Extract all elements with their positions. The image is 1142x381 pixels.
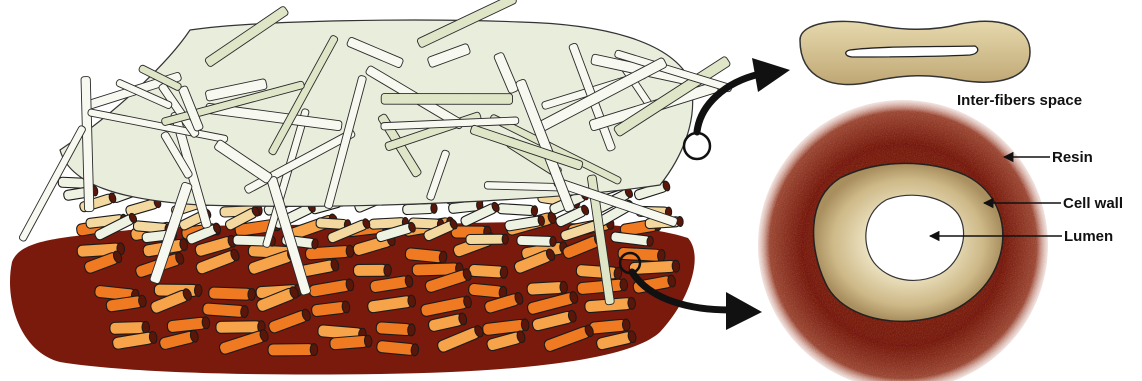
- cream-fiber: [466, 234, 508, 244]
- orange-fiber: [527, 281, 568, 295]
- orange-fiber: [209, 287, 256, 301]
- cream-fiber: [517, 235, 557, 246]
- lumen-label: Lumen: [1064, 228, 1113, 245]
- lower-arrowhead: [726, 292, 762, 330]
- orange-fiber: [629, 260, 680, 275]
- light-fiber: [484, 182, 563, 191]
- cream-fiber: [403, 203, 438, 214]
- resin-label: Resin: [1052, 149, 1093, 166]
- light-fiber: [381, 94, 512, 105]
- fiber-mat: [10, 0, 733, 374]
- inter-fibers-space-inset: Inter-fibers space: [800, 21, 1082, 109]
- inter-fibers-callout-circle: [684, 133, 710, 159]
- cell-wall-label: Cell wall: [1063, 195, 1123, 212]
- fiber-cross-section-inset: Resin Cell wall Lumen: [758, 100, 1123, 381]
- lumen-shape: [866, 195, 964, 280]
- cream-fiber: [497, 203, 538, 216]
- inter-fibers-space-label: Inter-fibers space: [957, 92, 1082, 109]
- upper-arrowhead: [752, 58, 790, 92]
- orange-fiber: [353, 264, 391, 276]
- orange-fiber: [268, 344, 318, 356]
